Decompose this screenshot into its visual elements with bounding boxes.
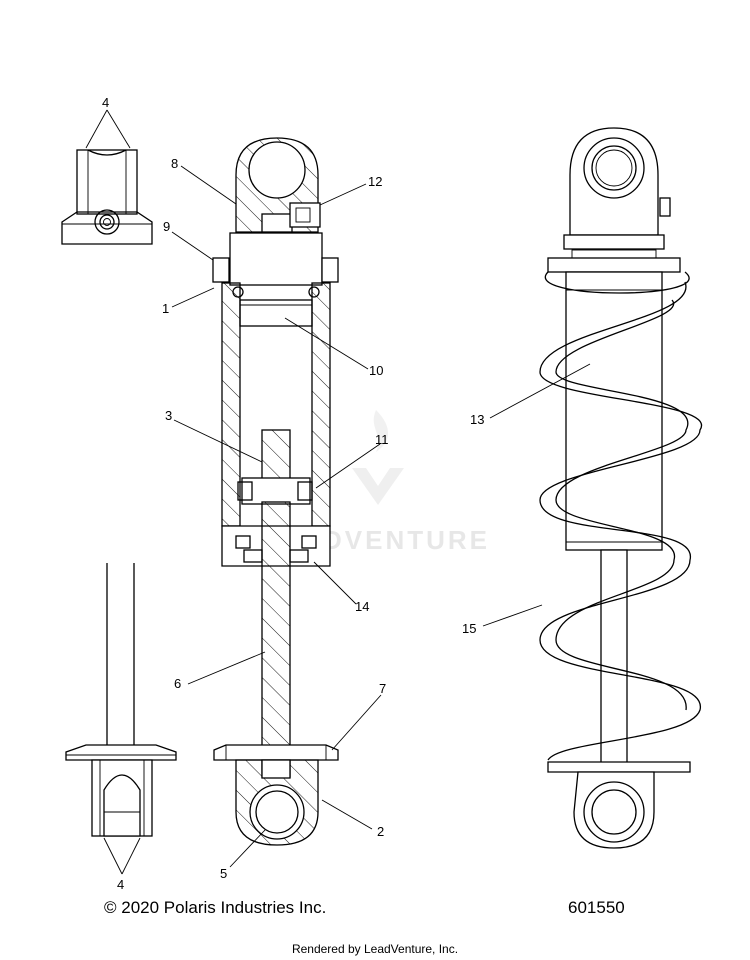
callout-3: 3 (165, 408, 172, 423)
left-shaft-detail (65, 563, 177, 875)
callout-2: 2 (377, 824, 384, 839)
assembled-shock (539, 127, 703, 849)
callout-6: 6 (174, 676, 181, 691)
callout-4-bottom: 4 (117, 877, 124, 892)
cutaway-shock (212, 137, 339, 846)
callout-4-top: 4 (102, 95, 109, 110)
callout-5: 5 (220, 866, 227, 881)
callout-1: 1 (162, 301, 169, 316)
callout-8: 8 (171, 156, 178, 171)
callout-12: 12 (368, 174, 382, 189)
callout-7: 7 (379, 681, 386, 696)
copyright-text: © 2020 Polaris Industries Inc. (104, 898, 327, 917)
top-eyelet-detail (61, 109, 153, 245)
callout-14: 14 (355, 599, 369, 614)
leader-lines (171, 165, 591, 868)
callout-13: 13 (470, 412, 484, 427)
callout-10: 10 (369, 363, 383, 378)
callout-15: 15 (462, 621, 476, 636)
callout-labels: 1 2 3 4 4 5 6 7 8 9 10 11 12 13 14 15 (102, 95, 484, 892)
rendered-by-text: Rendered by LeadVenture, Inc. (291, 942, 459, 956)
callout-9: 9 (163, 219, 170, 234)
diagram-number: 601550 (568, 898, 625, 917)
callout-11: 11 (375, 432, 389, 447)
